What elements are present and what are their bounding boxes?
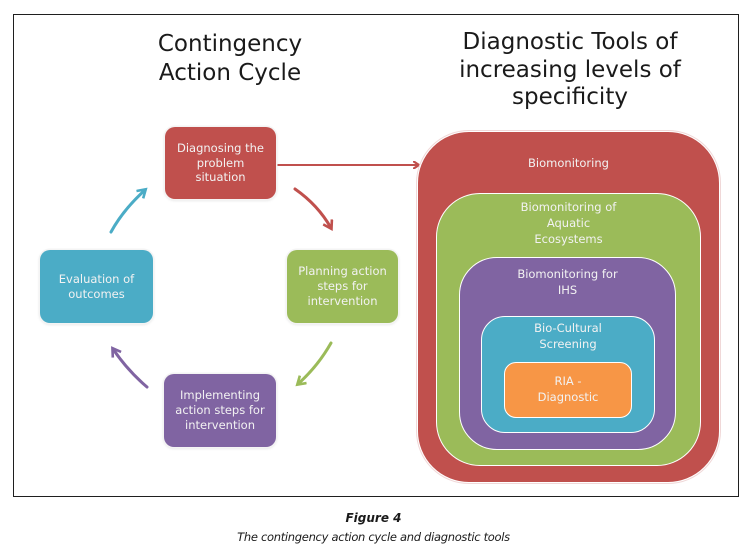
arrow-planning-to-implementing [298,341,333,384]
cycle-step-label: Evaluation of outcomes [58,271,135,301]
tool-level-label: Biomonitoring [528,156,609,170]
tools-title-text: Diagnostic Tools of increasing levels of… [459,29,681,111]
arrow-diagnosing-to-planning [293,187,331,228]
cycle-step-diagnosing: Diagnosing the problem situation [165,127,276,199]
cycle-step-label: Diagnosing the problem situation [176,140,265,185]
arrow-implementing-to-evaluation [113,349,149,389]
tool-level-label: Biomonitoring of Aquatic Ecosystems [520,200,617,246]
cycle-step-label: Implementing action steps for interventi… [175,388,265,432]
cycle-title: Contingency Action Cycle [100,30,360,88]
figure-caption-text: The contingency action cycle and diagnos… [237,530,510,544]
cycle-step-planning: Planning action steps for intervention [287,250,398,323]
tool-level-ria: RIA - Diagnostic [504,362,632,418]
tools-title: Diagnostic Tools of increasing levels of… [420,29,720,112]
cycle-title-text: Contingency Action Cycle [157,31,303,86]
cycle-step-implementing: Implementing action steps for interventi… [164,374,276,447]
tool-level-label: Biomonitoring for IHS [517,267,618,297]
cycle-step-label: Planning action steps for intervention [298,264,387,308]
tool-level-label: RIA - Diagnostic [537,374,599,404]
cycle-step-evaluation: Evaluation of outcomes [40,250,153,323]
tool-level-label: Bio-Cultural Screening [534,321,602,351]
figure-caption-title: Figure 4 [345,511,402,525]
arrow-evaluation-to-diagnosing [109,190,145,234]
